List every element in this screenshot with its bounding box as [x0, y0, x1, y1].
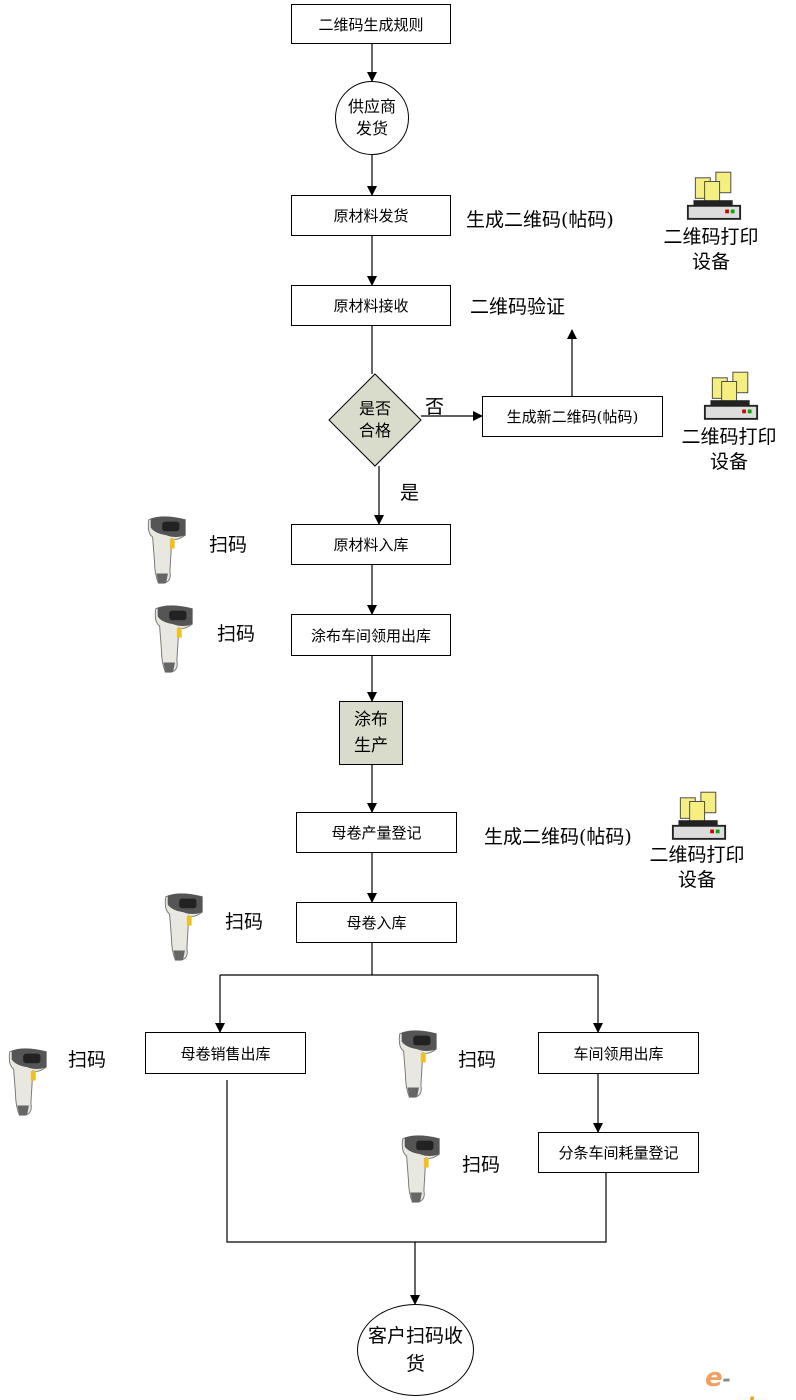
scanner-icon: [8, 1048, 47, 1116]
label-scan: 扫码: [68, 1049, 107, 1071]
text: 供应商: [347, 97, 396, 116]
label-scan: 扫码: [462, 1154, 501, 1176]
node-raw-receive: 原材料接收: [291, 285, 451, 326]
label-printer: 二维码打印设备: [674, 425, 784, 475]
node-qualified-check: 是否合格: [339, 398, 411, 442]
text: 涂布: [354, 710, 388, 730]
label-scan: 扫码: [225, 911, 264, 933]
text: 二维码打印: [649, 844, 745, 866]
node-workshop-out: 车间领用出库: [538, 1032, 699, 1074]
node-roll-register: 母卷产量登记: [296, 812, 457, 853]
label-generate-code: 生成二维码(帖码): [466, 209, 614, 231]
scanner-icon: [154, 605, 193, 673]
label-scan: 扫码: [217, 623, 256, 645]
scanner-icon: [164, 893, 203, 961]
node-roll-sale-out: 母卷销售出库: [145, 1032, 306, 1074]
text: 合格: [358, 421, 391, 440]
text: 发货: [355, 119, 388, 138]
label-printer: 二维码打印设备: [656, 225, 766, 275]
node-raw-in: 原材料入库: [291, 524, 451, 565]
scanner-icon: [401, 1135, 440, 1203]
text: 是否: [358, 399, 391, 418]
node-coating-production: 涂布生产: [339, 701, 403, 765]
node-raw-ship: 原材料发货: [291, 195, 451, 236]
decision-diamond: [328, 373, 422, 467]
label-printer: 二维码打印设备: [642, 843, 752, 893]
eworks-watermark-logo: e-works: [705, 1363, 772, 1400]
node-roll-in: 母卷入库: [296, 902, 457, 943]
label-scan: 扫码: [458, 1049, 497, 1071]
label-scan: 扫码: [209, 534, 248, 556]
label-generate-code: 生成二维码(帖码): [484, 826, 632, 848]
scanner-icon: [147, 516, 186, 584]
node-new-code: 生成新二维码(帖码): [482, 396, 663, 437]
label-no: 否: [425, 396, 445, 418]
node-qr-rule: 二维码生成规则: [291, 4, 451, 44]
node-slitting-register: 分条车间耗量登记: [538, 1132, 699, 1173]
printer-icon: [686, 171, 742, 220]
text: 设备: [709, 451, 748, 473]
printer-icon: [703, 371, 759, 420]
text: 二维码打印: [681, 426, 777, 448]
text: 二维码打印: [663, 226, 759, 248]
text: 客户扫码收: [367, 1325, 463, 1347]
text: 设备: [691, 251, 730, 273]
node-coating-out: 涂布车间领用出库: [291, 614, 451, 656]
text: 货: [405, 1353, 425, 1375]
node-customer-receive: 客户扫码收货: [357, 1304, 474, 1396]
printer-icon: [671, 791, 727, 840]
node-supplier-ship: 供应商发货: [335, 81, 409, 155]
text: 生产: [354, 736, 388, 756]
label-yes: 是: [400, 482, 420, 504]
scanner-icon: [398, 1030, 437, 1098]
text: 设备: [677, 869, 716, 891]
label-verify: 二维码验证: [470, 296, 566, 318]
